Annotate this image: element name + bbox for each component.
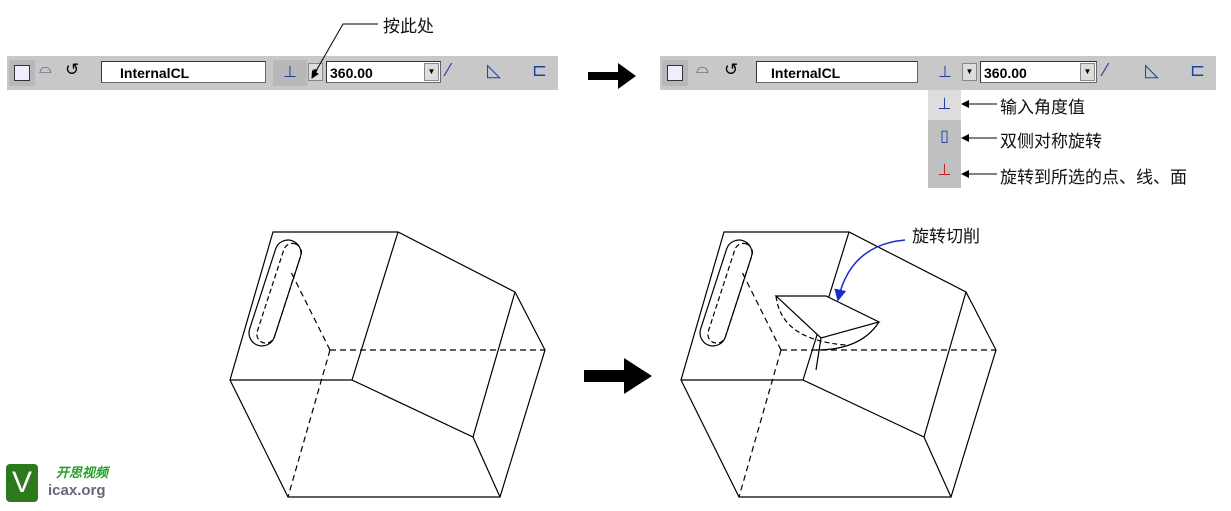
click-here-callout: 按此处 — [383, 17, 434, 37]
thicken-icon[interactable]: ◺ — [1145, 60, 1159, 80]
menu-item-angle-value[interactable]: ⊥ — [928, 90, 961, 120]
solid-icon[interactable] — [9, 60, 35, 86]
angle-option-menu: ⊥ ▯ ⊥ — [928, 90, 961, 188]
part-before — [229, 231, 546, 498]
solid-icon[interactable] — [662, 60, 688, 86]
part-after — [680, 231, 997, 498]
menu-item-to-selected[interactable]: ⊥ — [937, 162, 952, 179]
flip-direction-icon[interactable]: ↺ — [724, 60, 739, 79]
angle-option-dropdown[interactable]: ▼ — [962, 63, 977, 81]
toolbar-after: ⌓ ↺ InternalCL ⊥ ▼ 360.00 ▼ ⁄ ◺ ⊏ — [660, 56, 1216, 90]
arrow-right-top — [588, 63, 636, 89]
menu-label-symmetric: 双侧对称旋转 — [1000, 132, 1102, 152]
menu-label-angle-value: 输入角度值 — [1000, 98, 1085, 118]
remove-material-icon[interactable]: ⊏ — [532, 60, 548, 80]
remove-material-icon[interactable]: ⊏ — [1190, 60, 1206, 80]
angle-field[interactable]: 360.00 — [980, 61, 1097, 83]
menu-leaders — [961, 100, 997, 178]
surface-icon[interactable]: ⌓ — [696, 60, 709, 77]
profile-field[interactable]: InternalCL — [756, 61, 918, 83]
profile-field[interactable]: InternalCL — [101, 61, 266, 83]
toolbar-before: ⌓ ↺ InternalCL ⊥ ▼ 360.00 ▼ ⁄ ◺ ⊏ — [7, 56, 558, 90]
angle-option-dropdown[interactable]: ▼ — [308, 63, 323, 81]
angle-option-icon[interactable]: ⊥ — [273, 60, 307, 86]
revolve-cut-callout: 旋转切削 — [912, 227, 980, 247]
menu-label-to-selected: 旋转到所选的点、线、面 — [1000, 168, 1187, 188]
watermark-text: 开思视频 — [56, 465, 109, 480]
surface-icon[interactable]: ⌓ — [39, 60, 52, 77]
watermark-site: icax.org — [48, 482, 106, 499]
angle-dropdown[interactable]: ▼ — [1080, 63, 1095, 81]
revolve-cut-leader — [834, 239, 906, 302]
angle-dropdown[interactable]: ▼ — [424, 63, 439, 81]
angle-option-icon[interactable]: ⊥ — [938, 64, 952, 81]
flip-direction-icon[interactable]: ↺ — [65, 60, 80, 79]
flip-side-icon[interactable]: ⁄ — [1104, 60, 1108, 80]
arrow-right-bottom — [584, 358, 652, 394]
flip-side-icon[interactable]: ⁄ — [447, 60, 451, 80]
watermark-logo: V 开思视频 icax.org — [6, 462, 136, 504]
thicken-icon[interactable]: ◺ — [487, 60, 501, 80]
menu-item-symmetric[interactable]: ▯ — [940, 128, 949, 145]
